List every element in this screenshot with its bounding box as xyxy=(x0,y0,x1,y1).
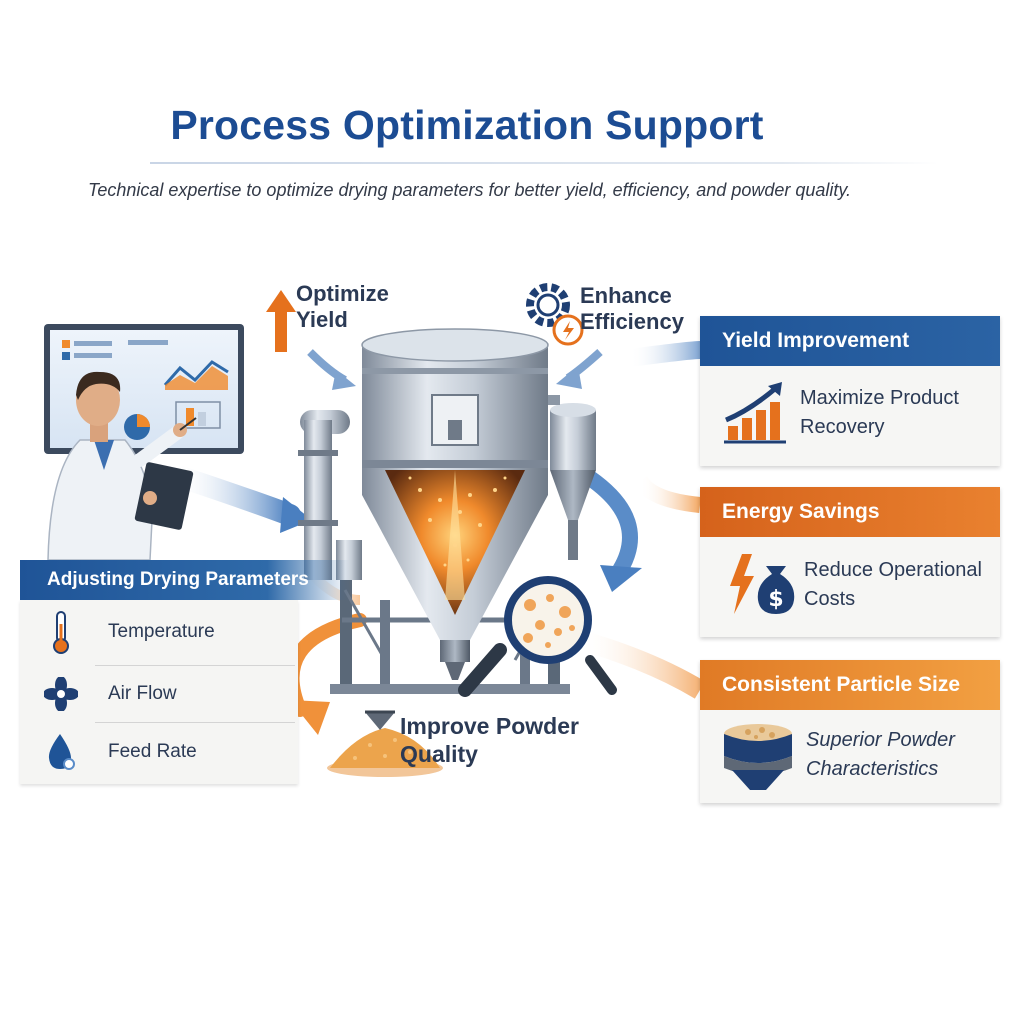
benefit-title: Yield Improvement xyxy=(700,316,1000,366)
divider xyxy=(95,665,295,666)
growth-chart-icon xyxy=(722,380,788,451)
page-title: Process Optimization Support xyxy=(170,102,764,148)
enhance-efficiency-label: Enhance Efficiency xyxy=(580,283,684,334)
benefit-text: Superior Powder Characteristics xyxy=(806,729,955,780)
thermometer-icon xyxy=(40,610,82,654)
optimize-yield-label: Optimize Yield xyxy=(296,281,389,332)
title-divider xyxy=(150,162,938,164)
parameters-header: Adjusting Drying Parameters xyxy=(20,560,350,600)
droplet-icon xyxy=(40,732,82,772)
sieve-icon xyxy=(718,720,798,799)
divider xyxy=(95,722,295,723)
up-arrow-icon xyxy=(266,290,296,352)
magnifier-icon xyxy=(458,576,617,697)
parameter-row-air-flow: Air Flow xyxy=(40,666,298,722)
parameter-label: Temperature xyxy=(108,621,215,642)
benefit-text: Reduce Operational Costs xyxy=(804,559,982,610)
spray-dryer xyxy=(298,328,596,694)
parameter-row-feed-rate: Feed Rate xyxy=(40,724,298,780)
money-bag-bolt-icon: $ xyxy=(728,552,798,623)
improve-quality-label: Improve Powder Quality xyxy=(400,713,579,767)
analytics-monitor xyxy=(44,324,244,454)
svg-text:$: $ xyxy=(768,587,783,612)
powder-pile-icon xyxy=(327,710,443,777)
benefit-title: Energy Savings xyxy=(700,487,1000,537)
parameter-label: Feed Rate xyxy=(108,741,197,762)
benefit-title: Consistent Particle Size xyxy=(700,660,1000,710)
parameter-label: Air Flow xyxy=(108,683,177,704)
parameters-panel: Temperature Air Flow Feed Rate xyxy=(20,600,298,784)
engineer-figure xyxy=(47,371,197,561)
parameter-row-temperature: Temperature xyxy=(40,604,298,660)
gear-bolt-icon xyxy=(526,283,584,346)
page-subtitle: Technical expertise to optimize drying p… xyxy=(88,180,852,200)
benefit-text: Maximize Product Recovery xyxy=(800,387,959,438)
fan-icon xyxy=(40,677,82,711)
